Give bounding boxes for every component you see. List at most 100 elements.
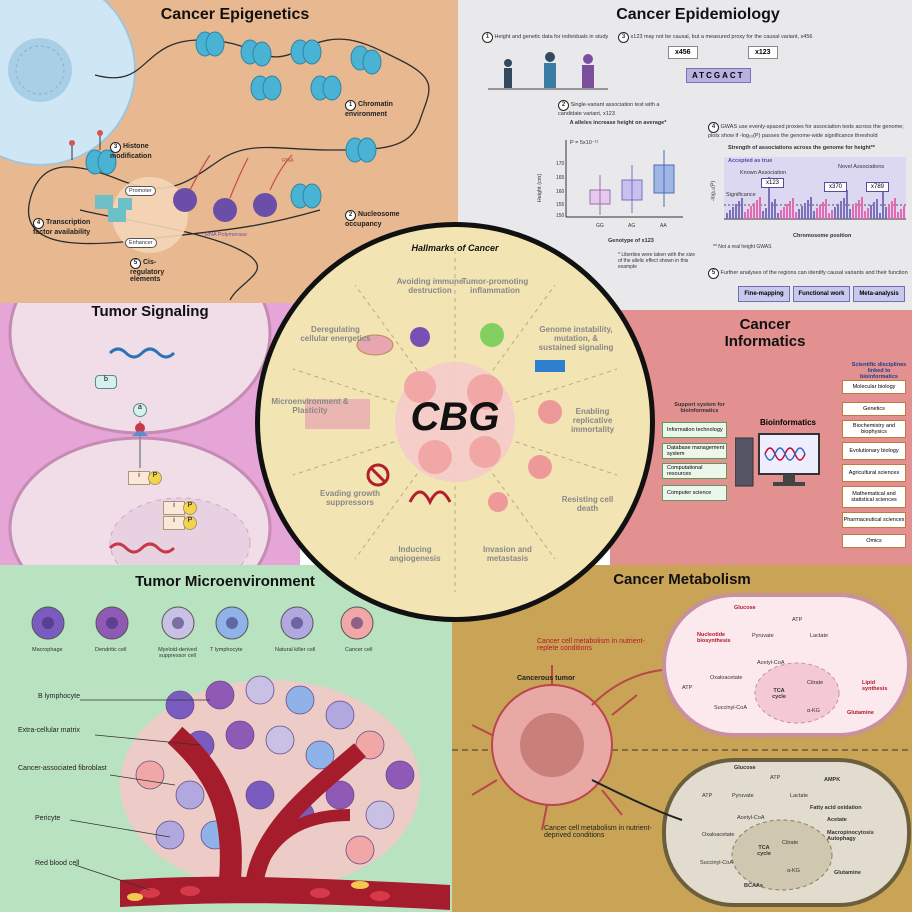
top-akg: α-KG	[807, 708, 820, 714]
gwas-bar	[837, 204, 839, 219]
tme-cell	[355, 730, 385, 760]
bot-glucose: Glucose	[734, 765, 756, 771]
gwas-bar	[885, 207, 887, 219]
gwas-bar	[741, 198, 743, 219]
hallmarks-illustration	[292, 252, 618, 592]
gwas-bar	[858, 200, 860, 219]
discipline-3: Evolutionary biology	[842, 442, 906, 460]
support-item-0: Information technology	[662, 422, 727, 438]
legend-cell-nucleus	[291, 617, 303, 629]
tme-cell	[135, 760, 165, 790]
meta-analysis-button[interactable]: Meta-analysis	[853, 286, 905, 302]
signal-a: a	[133, 403, 147, 417]
support-item-1: Database management system	[662, 443, 727, 459]
tumor-label: Cancerous tumor	[517, 675, 575, 682]
support-item-2: Computational resources	[662, 463, 727, 479]
gwas-bar	[825, 199, 827, 219]
support-item-3: Computer science	[662, 485, 727, 501]
hallmark-growth-suppressors: Evading growth suppressors	[320, 489, 380, 507]
functional-work-button[interactable]: Functional work	[793, 286, 850, 302]
gwas-bar	[750, 206, 752, 219]
hallmark-metastasis: Invasion and metastasis	[483, 545, 532, 563]
tme-cell	[175, 780, 205, 810]
discipline-2: Biochemistry and biophysics	[842, 420, 906, 438]
signal-i-2: i	[163, 501, 185, 515]
gwas-bar	[735, 204, 737, 219]
gwas-bar	[870, 205, 872, 219]
hallmark-energetics: Deregulating cellular energetics	[300, 325, 371, 343]
epi-step5: Further analyses of the regions can iden…	[720, 270, 908, 276]
bot-glutamine: Glutamine	[834, 870, 861, 876]
deprived-label: Cancer cell metabolism in nutrient-depri…	[544, 825, 652, 839]
label-ecm: Extra-cellular matrix	[18, 727, 80, 734]
tme-cell	[345, 835, 375, 865]
discipline-7: Omics	[842, 534, 906, 548]
discipline-0: Molecular biology	[842, 380, 906, 394]
gwas-bar	[840, 201, 842, 219]
support-title: Support system for bioinformatics	[674, 402, 725, 414]
signal-p: P	[148, 471, 162, 485]
label-chromatin-environment: Chromatin environment	[345, 101, 393, 118]
people-illustration	[488, 52, 608, 90]
gwas-bar	[747, 209, 749, 219]
epi-step3: x123 may not be causal, but a measured p…	[630, 34, 813, 40]
top-atp: ATP	[792, 617, 803, 623]
enhancer-label: Enhancer	[125, 238, 157, 248]
gwas-bar	[822, 202, 824, 219]
gwas-bar	[882, 186, 884, 219]
gwas-bar	[849, 209, 851, 219]
gwas-bar	[843, 198, 845, 219]
top-pyruvate: Pyruvate	[752, 633, 774, 639]
gwas-bar	[792, 198, 794, 219]
gwas-bar	[876, 199, 878, 219]
gwas-bar	[834, 207, 836, 219]
gwas-bar	[756, 200, 758, 219]
tme-cell	[325, 780, 355, 810]
gwas-bar	[891, 201, 893, 219]
gwas-bar	[813, 211, 815, 219]
hallmark-immortality: Enabling replicative immortality	[570, 407, 615, 434]
signal-i-3: i	[163, 516, 185, 530]
tme-cell	[245, 675, 275, 705]
top-succinyl: Succinyl-CoA	[714, 705, 748, 711]
discipline-6: Pharmaceutical sciences	[842, 512, 906, 528]
fine-mapping-button[interactable]: Fine-mapping	[738, 286, 790, 302]
gwas-bar	[744, 212, 746, 219]
informatics-title: Cancer Informatics	[724, 316, 806, 350]
tme-cell	[305, 740, 335, 770]
gwas-bar	[774, 199, 776, 219]
x123-tag: x123	[748, 46, 778, 59]
replete-label: Cancer cell metabolism in nutrient-reple…	[537, 638, 645, 652]
accepted-label: Accepted as true	[728, 158, 773, 164]
microenv-panel: Tumor Microenvironment Macrophage Dendri…	[0, 565, 452, 912]
gwas-bar	[783, 207, 785, 219]
gwas-bar	[732, 207, 734, 219]
gwas-snp-x123: x123	[761, 178, 785, 188]
gwas-bar	[789, 201, 791, 219]
promoter-label: Promoter	[125, 186, 156, 196]
gwas-bar	[753, 203, 755, 219]
label-caf: Cancer-associated fibroblast	[18, 765, 107, 772]
tme-cell	[385, 760, 415, 790]
signal-b: b	[95, 375, 117, 389]
tumor-microenvironment-illustration	[69, 675, 450, 910]
top-nucleotide: Nucleotide biosynthesis	[697, 632, 731, 644]
tme-cell	[165, 690, 195, 720]
bot-pyruvate: Pyruvate	[732, 793, 754, 799]
gwas-ylabel: -log₁₀(P)	[710, 180, 717, 202]
informatics-panel: Cancer Informatics Support system for bi…	[610, 310, 912, 565]
gwas-xlabel: Chromosome position	[793, 233, 852, 239]
gwas-snp-x370: x370	[824, 182, 848, 192]
epigenetics-panel: Cancer Epigenetics 1 Chromati	[0, 0, 458, 303]
gwas-bar	[795, 212, 797, 219]
svg-text:170: 170	[556, 161, 565, 167]
signal-p-2: P	[183, 501, 197, 515]
epidemiology-panel: Cancer Epidemiology 1 Height and genetic…	[458, 0, 912, 310]
label-b-lymphocyte: B lymphocyte	[38, 693, 81, 700]
gwas-bar	[867, 208, 869, 219]
cbg-center: CBG	[410, 395, 500, 439]
computer-icon	[735, 433, 820, 487]
bot-bcaas: BCAAs	[744, 883, 763, 889]
gwas-bar	[879, 213, 881, 219]
microenv-title: Tumor Microenvironment	[135, 573, 315, 590]
